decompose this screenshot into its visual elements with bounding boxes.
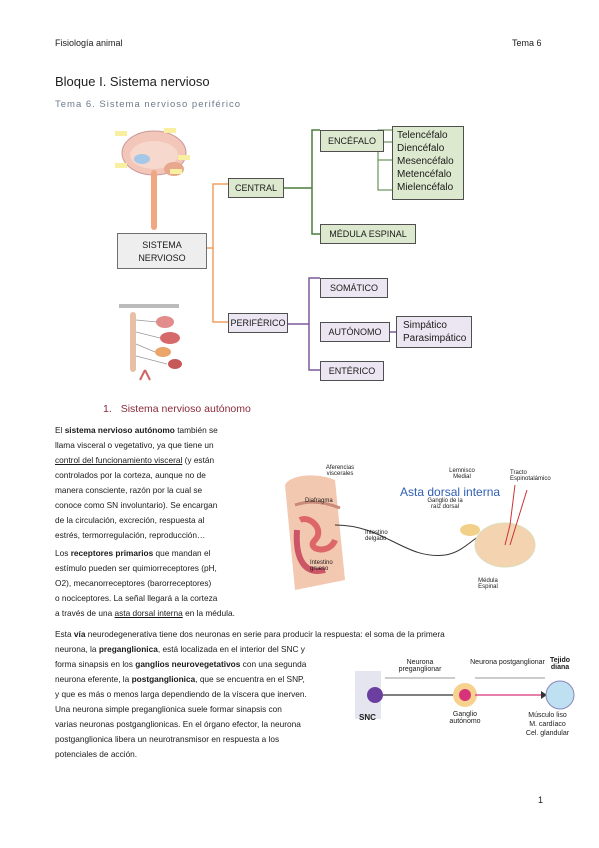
label-snc: SNC: [359, 713, 376, 722]
page-title: Bloque I. Sistema nervioso: [55, 74, 210, 89]
label-preganglionar: Neurona preganglionar: [398, 659, 442, 673]
enterico-box: ENTÉRICO: [320, 361, 384, 381]
label-diafragma: Diafragma: [305, 498, 333, 504]
page-subtitle: Tema 6. Sistema nervioso periférico: [55, 99, 242, 110]
somatico-box: SOMÁTICO: [320, 278, 388, 298]
autonomo-box: AUTÓNOMO: [320, 322, 390, 342]
paragraph-autonomo: El sistema nervioso autónomo también se …: [55, 425, 218, 540]
section-number: 1.: [103, 403, 112, 415]
header-right: Tema 6: [512, 38, 542, 48]
central-box: CENTRAL: [228, 178, 284, 198]
label-intestino-grueso: Intestino grueso: [310, 560, 333, 572]
label-postganglionar: Neurona postganglionar: [470, 659, 545, 666]
encefalo-part: Mielencéfalo: [397, 182, 454, 193]
periferico-box: PERIFÉRICO: [228, 313, 288, 333]
paragraph-receptores: Los receptores primarios que mandan el e…: [55, 548, 235, 618]
label-tracto: Tracto Espinotalámico: [510, 470, 551, 482]
page-number: 1: [538, 795, 544, 805]
section-title: Sistema nervioso autónomo: [120, 403, 251, 415]
asta-dorsal-figure: Aferencias viscerales Diafragma Intestin…: [255, 430, 555, 605]
encefalo-part: Mesencéfalo: [397, 156, 454, 167]
root-label: SISTEMA NERVIOSO: [138, 240, 186, 263]
root-box: SISTEMA NERVIOSO: [117, 233, 207, 269]
autonomo-part: Simpático: [403, 320, 447, 331]
label-efector: Músculo liso M. cardíaco Cel. glandular: [525, 712, 570, 737]
encefalo-part: Telencéfalo: [397, 130, 448, 141]
brain-illustration: [115, 128, 190, 230]
diagram-connectors: [207, 129, 396, 371]
label-tejido-diana: Tejido diana: [549, 657, 571, 671]
section-heading: 1. Sistema nervioso autónomo: [103, 403, 251, 415]
header-left: Fisiología animal: [55, 38, 123, 48]
medula-box: MÉDULA ESPINAL: [320, 224, 416, 244]
asta-dorsal-title: Asta dorsal interna: [400, 485, 501, 499]
encefalo-parts-box: Telencéfalo Diencéfalo Mesencéfalo Meten…: [392, 126, 464, 200]
neurona-figure: Neurona preganglionar Neurona postgangli…: [355, 657, 575, 747]
paragraph-via: Esta vía neurodegenerativa tiene dos neu…: [55, 629, 445, 759]
body-illustration: [119, 304, 182, 381]
autonomo-parts-box: Simpático Parasimpático: [396, 316, 472, 348]
autonomo-part: Parasimpático: [403, 333, 467, 344]
label-medula-espinal: Médula Espinal: [478, 578, 498, 590]
encefalo-part: Metencéfalo: [397, 169, 452, 180]
encefalo-box: ENCÉFALO: [320, 130, 384, 152]
label-lemnisco: Lemnisco Medial: [449, 468, 475, 480]
label-ganglio-raiz: Ganglio de la raíz dorsal: [427, 498, 463, 510]
encefalo-part: Diencéfalo: [397, 143, 445, 154]
label-aferencias: Aferencias viscerales: [325, 465, 355, 477]
label-intestino-delgado: Intestino delgado: [365, 530, 388, 542]
label-ganglio-autonomo: Ganglio autónomo: [449, 711, 481, 725]
